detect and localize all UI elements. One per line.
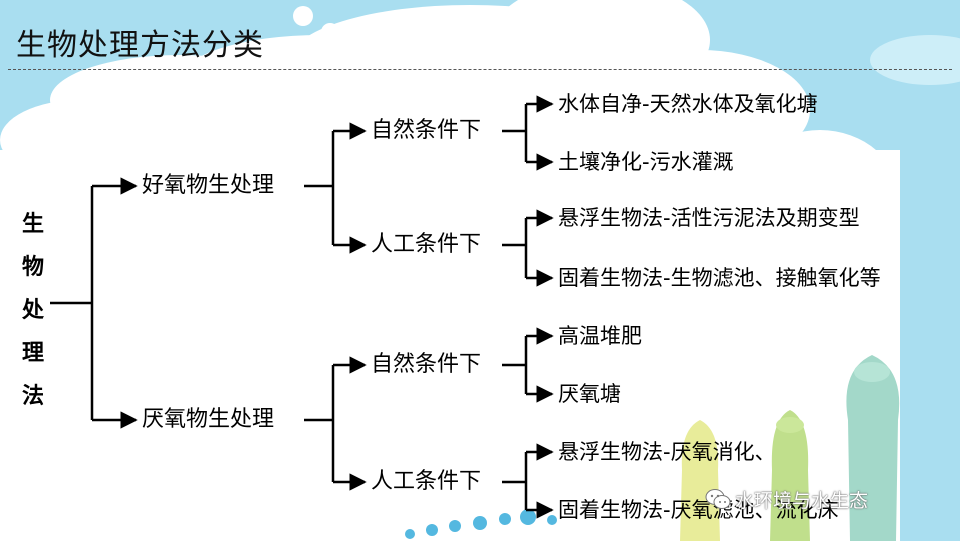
connector-aerobic — [304, 131, 335, 245]
connector-anaerobic-artificial — [502, 452, 528, 510]
connector-aerobic-artificial — [502, 218, 528, 278]
leaf-item: 悬浮生物法-厌氧消化、 — [558, 440, 776, 464]
leaf-item: 悬浮生物法-活性污泥法及期变型 — [558, 206, 860, 230]
wechat-icon — [705, 489, 731, 509]
connector-anaerobic — [304, 365, 335, 482]
watermark-text: 水环境与水生态 — [735, 490, 869, 512]
leaf-item: 厌氧塘 — [558, 382, 621, 406]
connector-root — [50, 186, 94, 420]
page-title: 生物处理方法分类 — [16, 28, 264, 63]
leaf-item: 水体自净-天然水体及氧化塘 — [558, 92, 818, 116]
root-char: 生 — [22, 212, 45, 237]
node-anaerobic-natural: 自然条件下 — [371, 352, 482, 377]
node-anaerobic: 厌氧物生处理 — [142, 407, 275, 432]
connector-anaerobic-natural — [502, 336, 528, 394]
node-aerobic-natural: 自然条件下 — [371, 118, 482, 143]
title-divider — [8, 69, 952, 70]
node-aerobic-artificial: 人工条件下 — [371, 232, 482, 257]
node-aerobic: 好氧物生处理 — [142, 173, 275, 198]
root-char: 处 — [22, 298, 45, 323]
leaf-item: 高温堆肥 — [558, 324, 642, 348]
leaf-item: 固着生物法-生物滤池、接触氧化等 — [558, 266, 881, 290]
node-anaerobic-artificial: 人工条件下 — [371, 469, 482, 494]
leaf-item: 固着生物法-厌氧滤池、流化床 — [558, 498, 839, 522]
root-char: 物 — [22, 255, 45, 280]
leaf-item: 土壤净化-污水灌溉 — [558, 150, 734, 174]
root-char: 法 — [22, 384, 45, 409]
connector-aerobic-natural — [502, 104, 528, 162]
root-char: 理 — [22, 341, 45, 366]
root-node: 生 物 处 理 法 — [22, 203, 44, 418]
